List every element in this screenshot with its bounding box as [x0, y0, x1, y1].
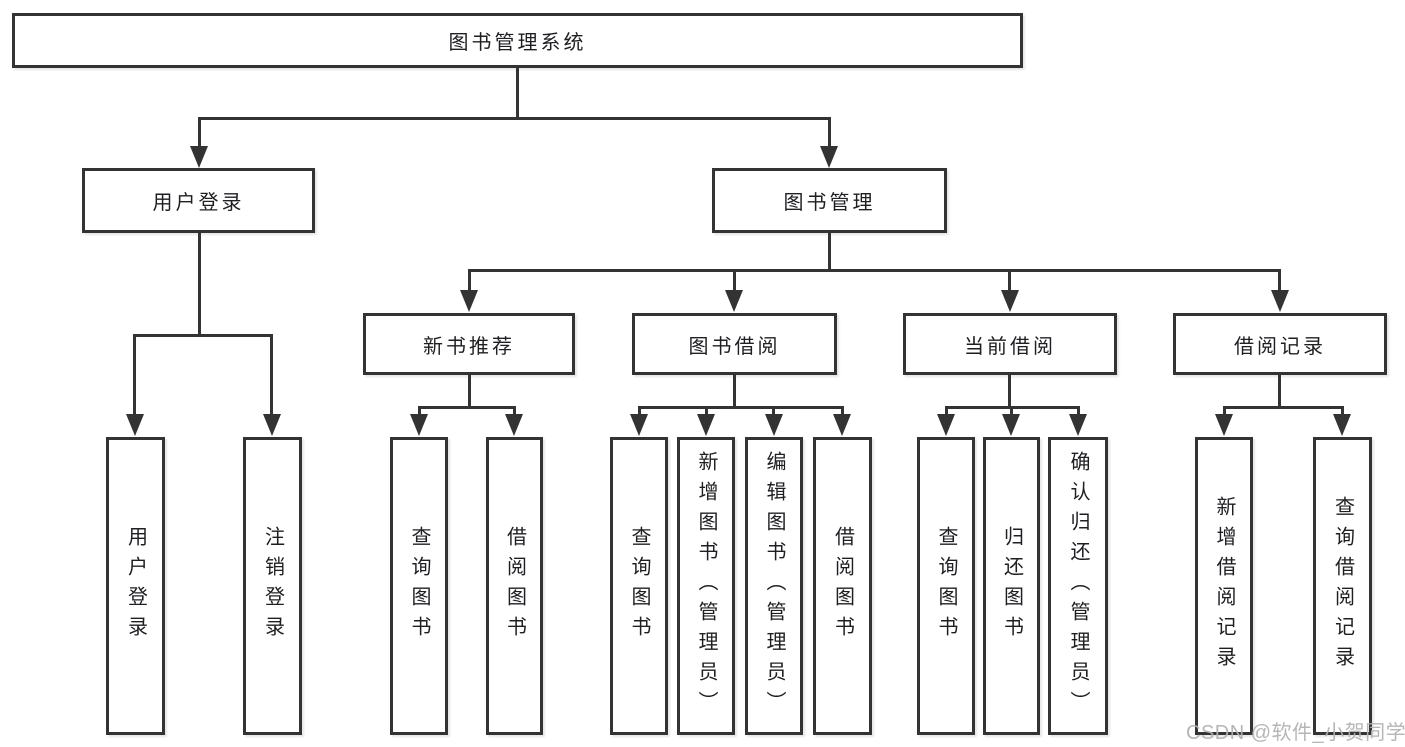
node-current-borrow-label: 当前借阅: [964, 335, 1056, 358]
connector-user-login-stem: [198, 233, 201, 337]
connector-leaf-user-login-drop: [133, 334, 136, 418]
node-book-management-label: 图书管理: [783, 192, 876, 214]
node-root: 图书管理系统: [12, 13, 1023, 68]
leaf-current-query-book: 查询图书: [917, 437, 975, 735]
arrowhead-c2: [697, 414, 715, 436]
leaf-add-borrow-record: 新增借阅记录: [1195, 437, 1253, 735]
connector-leaf-logout-drop: [270, 334, 273, 418]
connector-new-book-drop: [468, 269, 471, 295]
connector-current-drop: [1008, 269, 1011, 295]
arrowhead-d1: [937, 414, 955, 436]
connector-level1-hline: [198, 117, 831, 120]
arrowhead-c3: [765, 414, 783, 436]
csdn-watermark: CSDN @软件_小贺同学: [1186, 722, 1405, 744]
leaf-borrow-query-book: 查询图书: [610, 437, 668, 735]
connector-b1-drop: [418, 406, 421, 418]
connector-record-hline: [1223, 406, 1344, 409]
arrowhead-leaf-user-login: [126, 414, 144, 436]
connector-record-stem: [1278, 375, 1281, 409]
leaf-return-book: 归还图书: [983, 437, 1040, 735]
connector-book-mgmt-stem: [828, 233, 831, 272]
connector-root-stem: [516, 68, 519, 120]
arrowhead-record: [1271, 290, 1289, 312]
connector-d1-drop: [945, 406, 948, 418]
leaf-query-borrow-record: 查询借阅记录: [1313, 437, 1372, 735]
arrowhead-b2: [505, 414, 523, 436]
connector-c3-drop: [772, 406, 775, 418]
connector-b2-drop: [513, 406, 516, 418]
arrowhead-c1: [630, 414, 648, 436]
leaf-confirm-return-admin: 确认归还（管理员）: [1048, 437, 1108, 735]
leaf-edit-book-admin: 编辑图书（管理员）: [745, 437, 803, 735]
leaf-user-login: 用户登录: [106, 437, 165, 735]
node-book-borrow-label: 图书借阅: [688, 335, 781, 358]
arrowhead-d3: [1069, 414, 1087, 436]
arrowhead-current: [1001, 290, 1019, 312]
arrowhead-book-mgmt: [820, 146, 838, 168]
connector-d3-drop: [1077, 406, 1080, 418]
connector-new-book-hline: [418, 406, 516, 409]
arrowhead-borrow: [725, 290, 743, 312]
connector-borrow-drop: [733, 269, 736, 295]
connector-user-login-drop: [198, 117, 201, 150]
leaf-add-book-admin: 新增图书（管理员）: [677, 437, 735, 735]
arrowhead-user-login: [190, 146, 208, 168]
connector-c2-drop: [705, 406, 708, 418]
node-borrow-record-label: 借阅记录: [1234, 335, 1326, 358]
connector-new-book-stem: [468, 375, 471, 409]
connector-e2-drop: [1341, 406, 1344, 418]
connector-current-stem: [1008, 375, 1011, 409]
leaf-recommend-borrow-book: 借阅图书: [486, 437, 543, 735]
connector-record-drop: [1278, 269, 1281, 295]
connector-e1-drop: [1223, 406, 1226, 418]
node-new-book-recommend: 新书推荐: [363, 313, 575, 375]
node-borrow-record: 借阅记录: [1173, 313, 1387, 375]
node-book-management: 图书管理: [712, 168, 947, 233]
node-user-login: 用户登录: [82, 168, 315, 233]
connector-book-mgmt-drop: [828, 117, 831, 150]
connector-borrow-hline: [638, 406, 844, 409]
connector-d2-drop: [1010, 406, 1013, 418]
arrowhead-d2: [1002, 414, 1020, 436]
arrowhead-b1: [410, 414, 428, 436]
connector-c4-drop: [841, 406, 844, 418]
arrowhead-new-book: [460, 290, 478, 312]
connector-c1-drop: [638, 406, 641, 418]
node-current-borrow: 当前借阅: [903, 313, 1117, 375]
arrowhead-e2: [1333, 414, 1351, 436]
leaf-recommend-query-book: 查询图书: [390, 437, 448, 735]
connector-borrow-stem: [733, 375, 736, 409]
connector-user-login-hline: [133, 334, 273, 337]
arrowhead-e1: [1215, 414, 1233, 436]
node-user-login-label: 用户登录: [152, 192, 245, 214]
node-new-book-recommend-label: 新书推荐: [423, 335, 515, 358]
connector-level2-hline: [468, 269, 1281, 272]
leaf-logout: 注销登录: [243, 437, 302, 735]
node-book-borrow: 图书借阅: [632, 313, 837, 375]
arrowhead-leaf-logout: [263, 414, 281, 436]
leaf-borrow-book: 借阅图书: [813, 437, 872, 735]
node-root-label: 图书管理系统: [448, 32, 587, 54]
arrowhead-c4: [833, 414, 851, 436]
